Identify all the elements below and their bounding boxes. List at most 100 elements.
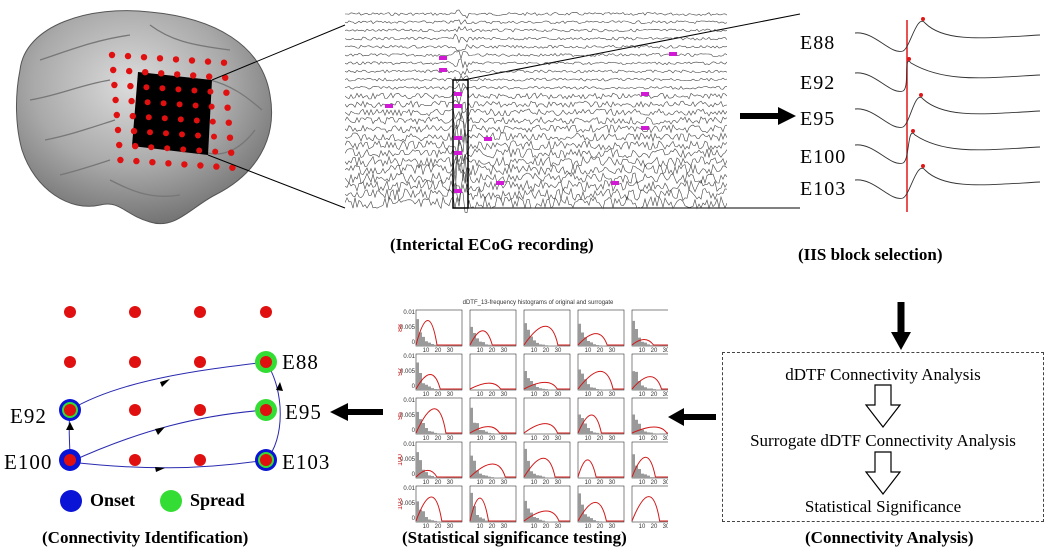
spike-marker bbox=[385, 104, 393, 108]
hollow-arrow-down-icon bbox=[864, 384, 902, 428]
x-tick-label: 10 bbox=[585, 436, 592, 442]
histogram-cell: 0.010.005010310203088 bbox=[398, 485, 463, 528]
connectivity-analysis-box: dDTF Connectivity Analysis Surrogate dDT… bbox=[722, 352, 1044, 522]
x-tick-label: 20 bbox=[597, 524, 604, 528]
x-tick-label: 20 bbox=[651, 436, 658, 442]
electrode-dot bbox=[222, 74, 229, 81]
spike-peak-marker bbox=[921, 164, 925, 168]
x-tick-label: 20 bbox=[597, 480, 604, 486]
node-label-e103: E103 bbox=[282, 450, 331, 474]
electrode-dot bbox=[113, 111, 121, 119]
electrode-dot bbox=[143, 84, 150, 91]
electrode-dot bbox=[220, 59, 228, 66]
iis-wave bbox=[855, 167, 1040, 199]
flow-step-ddtf: dDTF Connectivity Analysis bbox=[785, 365, 981, 384]
iis-selection-box bbox=[452, 79, 469, 209]
x-tick-label: 20 bbox=[489, 436, 496, 442]
iis-wave bbox=[855, 20, 1040, 52]
onset-legend-icon bbox=[60, 490, 82, 512]
x-tick-label: 20 bbox=[597, 392, 604, 398]
ecog-traces bbox=[345, 9, 727, 213]
ecog-trace bbox=[345, 151, 727, 177]
spike-marker bbox=[454, 136, 462, 140]
x-tick-label: 10 bbox=[423, 348, 430, 354]
x-tick-label: 10 bbox=[531, 436, 538, 442]
spike-marker bbox=[641, 126, 649, 130]
x-tick-label: 10 bbox=[423, 524, 430, 528]
x-tick-label: 30 bbox=[447, 480, 454, 486]
y-tick-label: 0.01 bbox=[403, 310, 415, 316]
x-tick-label: 10 bbox=[639, 436, 646, 442]
x-tick-label: 20 bbox=[543, 480, 550, 486]
x-tick-label: 20 bbox=[435, 480, 442, 486]
electrode-dot bbox=[148, 144, 155, 151]
ecog-trace bbox=[345, 58, 727, 69]
electrode-dot bbox=[108, 51, 116, 59]
x-tick-label: 30 bbox=[609, 480, 616, 486]
electrode-dot bbox=[128, 97, 135, 105]
x-tick-label: 20 bbox=[651, 348, 658, 354]
brain-figure bbox=[16, 10, 272, 225]
spike-marker bbox=[496, 181, 504, 185]
spread-legend-icon bbox=[160, 490, 182, 512]
electrode-dot bbox=[142, 69, 149, 76]
flow-step-surrogate: Surrogate dDTF Connectivity Analysis bbox=[750, 431, 1016, 450]
electrode-dot bbox=[190, 72, 197, 79]
ecog-trace bbox=[345, 118, 727, 139]
edge-e100-e103 bbox=[69, 459, 267, 469]
x-tick-label: 30 bbox=[609, 348, 616, 354]
electrode-dot bbox=[116, 141, 123, 149]
electrode-dot bbox=[176, 101, 183, 108]
x-tick-label: 10 bbox=[639, 348, 646, 354]
electrode-dot bbox=[212, 148, 219, 155]
electrode-dot bbox=[228, 149, 235, 156]
iis-channel-label: E92 bbox=[800, 72, 836, 94]
electrode-dot bbox=[110, 66, 117, 74]
electrode-dot bbox=[114, 126, 122, 134]
x-tick-label: 20 bbox=[543, 348, 550, 354]
electrode-dot bbox=[127, 82, 134, 90]
x-tick-label: 20 bbox=[543, 392, 550, 398]
x-tick-label: 30 bbox=[609, 392, 616, 398]
electrode-node bbox=[194, 454, 206, 466]
electrode-node bbox=[260, 454, 272, 466]
y-tick-label: 0.01 bbox=[403, 398, 415, 404]
x-tick-label: 10 bbox=[477, 480, 484, 486]
arrow-left-icon bbox=[330, 403, 383, 421]
electrode-dot bbox=[197, 162, 204, 169]
electrode-node bbox=[194, 404, 206, 416]
x-tick-label: 30 bbox=[501, 392, 508, 398]
x-tick-label: 30 bbox=[555, 436, 562, 442]
electrode-dot bbox=[117, 156, 124, 164]
x-tick-label: 10 bbox=[477, 392, 484, 398]
histogram-grid: dDTF_13-frequency histograms of original… bbox=[398, 300, 668, 528]
ecog-trace bbox=[345, 140, 727, 164]
iis-channel-label: E88 bbox=[800, 32, 836, 54]
spike-peak-marker bbox=[907, 57, 911, 61]
electrode-dot bbox=[223, 89, 230, 96]
electrode-dot bbox=[147, 129, 153, 136]
node-label-e95: E95 bbox=[285, 400, 322, 424]
node-label-e100: E100 bbox=[4, 450, 53, 474]
electrode-dot bbox=[130, 127, 138, 135]
electrode-dot bbox=[133, 157, 140, 165]
y-tick-label: 0 bbox=[412, 472, 416, 478]
electrode-dot bbox=[204, 58, 212, 65]
caption-ecog: (Interictal ECoG recording) bbox=[390, 235, 594, 254]
x-tick-label: 10 bbox=[639, 480, 646, 486]
electrode-node bbox=[64, 454, 76, 466]
x-tick-label: 20 bbox=[597, 348, 604, 354]
ecog-trace bbox=[345, 86, 727, 107]
ecog-trace bbox=[345, 131, 727, 155]
arrow-left-icon bbox=[668, 408, 716, 426]
y-tick-label: 0.01 bbox=[403, 442, 415, 448]
x-tick-label: 20 bbox=[543, 436, 550, 442]
electrode-dot bbox=[161, 115, 168, 122]
